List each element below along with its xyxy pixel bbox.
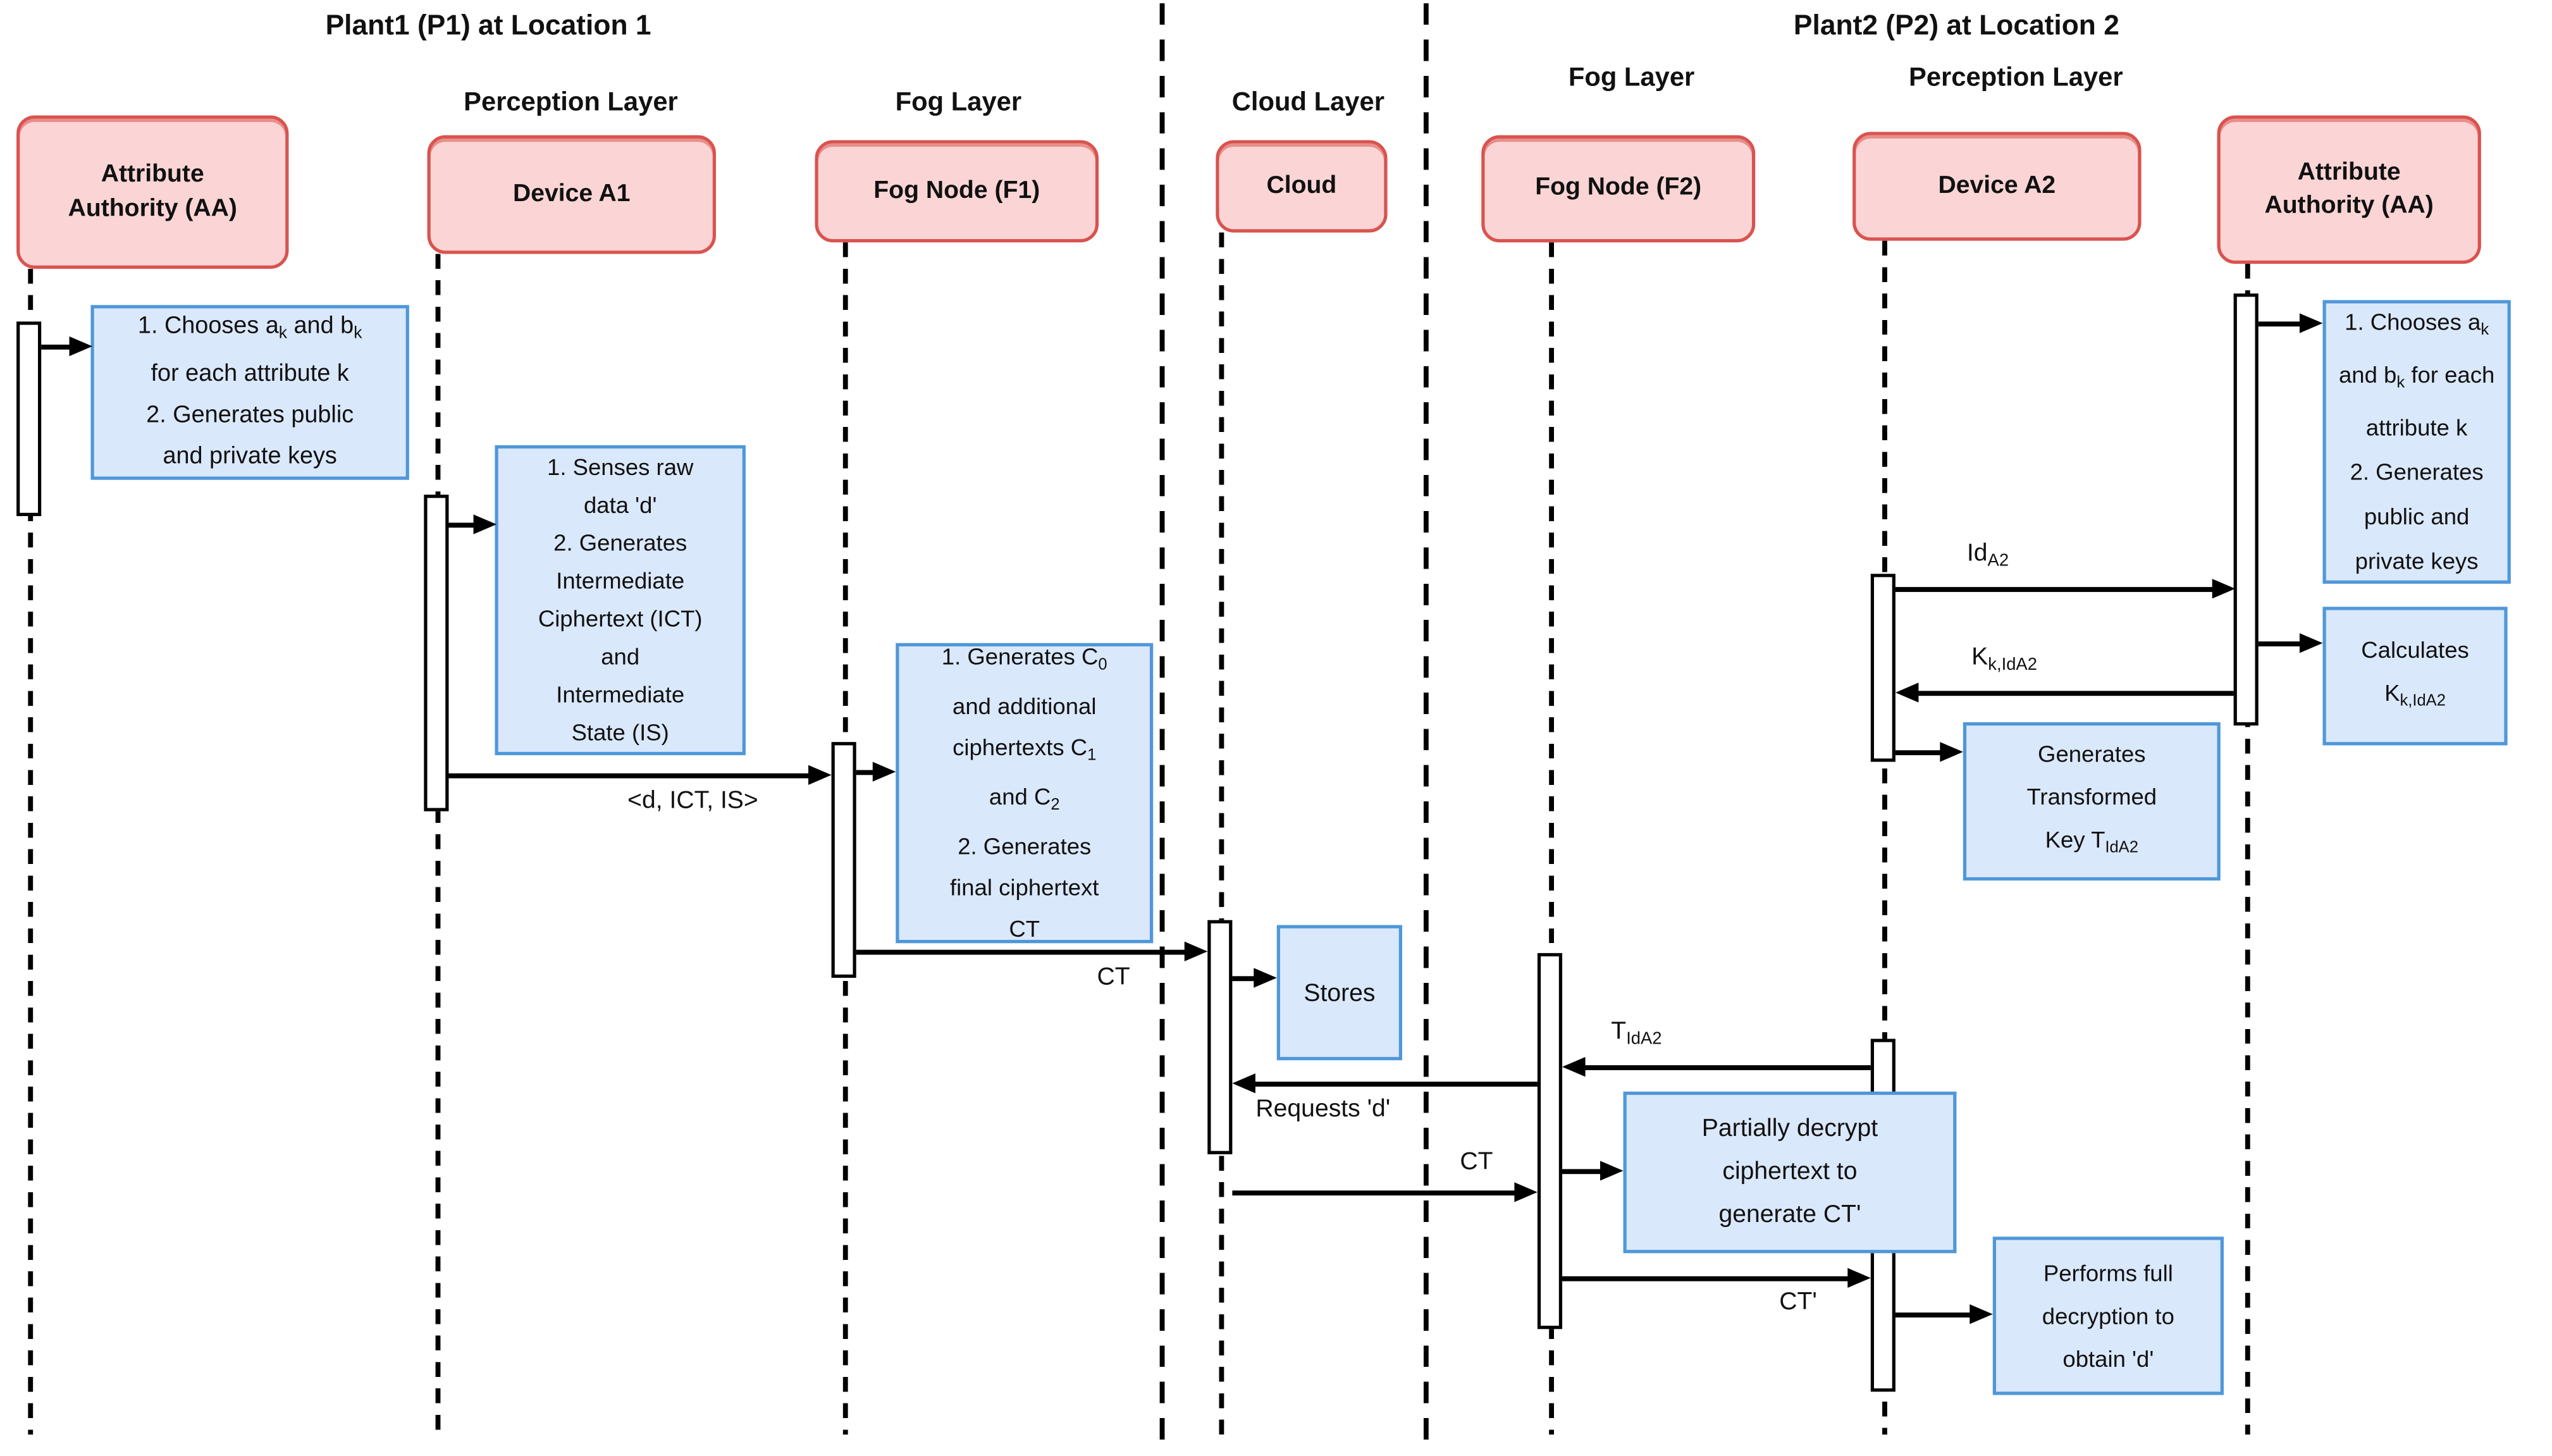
actor-box-aa2: Attribute Authority (AA) <box>2217 115 2481 264</box>
arrow-id-a2 <box>1895 587 2216 592</box>
arrowhead-ct-cloud-f2 <box>1514 1182 1538 1202</box>
activation-device-a1 <box>424 495 449 811</box>
arrow-device-a1-to-steps <box>447 522 477 528</box>
arrow-aa2-to-calculates <box>2258 641 2303 646</box>
activation-cloud <box>1207 920 1233 1154</box>
actor-box-aa1: Attribute Authority (AA) <box>16 115 289 269</box>
activation-fog-f2 <box>1537 953 1563 1330</box>
arrowhead-id-a2 <box>2212 579 2236 599</box>
arrowhead-device-a2-to-full <box>1969 1304 1993 1324</box>
arrowhead-ct-prime <box>1847 1268 1871 1288</box>
activation-device-a2-1 <box>1870 574 1896 762</box>
arrow-device-a2-to-full <box>1895 1312 1973 1318</box>
message-label-requests-d: Requests 'd' <box>1255 1095 1391 1123</box>
lifeline-device-a2 <box>1882 240 1887 1435</box>
arrow-t-ida2 <box>1582 1065 1871 1070</box>
arrowhead-aa1-to-setup <box>69 336 93 357</box>
message-label-ct-f1-cloud: CT <box>1097 963 1130 991</box>
arrowhead-aa2-to-calculates <box>2299 633 2323 653</box>
activation-fog-f1 <box>831 742 856 978</box>
arrow-device-a2-to-transform <box>1895 750 1944 756</box>
layer-label-p2-perception: Perception Layer <box>1909 64 2123 92</box>
lifeline-cloud <box>1219 232 1224 1435</box>
message-label-d-ict-is: <d, ICT, IS> <box>627 786 758 815</box>
actor-box-fog-f1: Fog Node (F1) <box>815 140 1099 243</box>
layer-label-cloud: Cloud Layer <box>1231 89 1384 118</box>
arrowhead-device-a2-to-transform <box>1940 742 1963 762</box>
arrow-ct-f1-cloud <box>856 949 1188 955</box>
arrow-requests-d <box>1252 1082 1538 1087</box>
lifeline-aa2 <box>2245 264 2250 1435</box>
arrow-d-ict-is <box>447 773 812 779</box>
arrowhead-device-a1-to-steps <box>473 514 497 534</box>
arrowhead-cloud-to-stores <box>1254 968 1277 988</box>
lifeline-device-a1 <box>435 254 440 1435</box>
arrowhead-aa2-to-setup <box>2299 313 2323 333</box>
lifeline-aa1 <box>28 268 32 1435</box>
lifeline-fog-f2 <box>1549 242 1553 1435</box>
arrowhead-requests-d <box>1232 1073 1255 1094</box>
arrowhead-fog-f2-to-partial <box>1600 1161 1624 1181</box>
layer-label-p2-fog: Fog Layer <box>1568 64 1695 92</box>
boundary-line-cloud-plant2 <box>1423 3 1429 1445</box>
actor-box-fog-f2: Fog Node (F2) <box>1481 135 1756 243</box>
arrowhead-t-ida2 <box>1562 1057 1586 1077</box>
layer-label-p1-fog: Fog Layer <box>895 89 1022 118</box>
message-label-ct-prime: CT' <box>1779 1288 1817 1316</box>
message-label-ct-cloud-f2: CT <box>1460 1147 1493 1176</box>
message-label-t-ida2: TIdA2 <box>1611 1017 1662 1049</box>
arrow-aa1-to-setup <box>41 344 73 350</box>
actor-box-device-a1: Device A1 <box>427 135 716 254</box>
plant2-title: Plant2 (P2) at Location 2 <box>1793 9 2119 42</box>
arrow-ct-cloud-f2 <box>1232 1190 1518 1196</box>
plant1-title: Plant1 (P1) at Location 1 <box>325 9 651 42</box>
activation-aa1 <box>16 321 42 516</box>
arrowhead-fog-f1-to-steps <box>872 762 896 782</box>
arrowhead-d-ict-is <box>808 765 832 785</box>
arrow-ct-prime <box>1562 1276 1851 1281</box>
arrowhead-k-k-ida2 <box>1895 682 1919 703</box>
activation-aa2 <box>2233 293 2259 726</box>
arrow-cloud-to-stores <box>1232 976 1257 982</box>
arrow-fog-f1-to-steps <box>856 770 876 775</box>
layer-label-p1-perception: Perception Layer <box>464 89 678 118</box>
step-box-cloud-stores: Stores <box>1276 925 1403 1061</box>
actor-box-cloud: Cloud <box>1216 140 1388 233</box>
message-label-id-a2: IdA2 <box>1966 539 2009 571</box>
arrow-aa2-to-setup <box>2258 321 2303 327</box>
boundary-line-plant1-cloud <box>1159 3 1165 1445</box>
arrow-fog-f2-to-partial <box>1562 1169 1604 1175</box>
message-label-k-k-ida2: Kk,IdA2 <box>1971 643 2037 675</box>
arrowhead-ct-f1-cloud <box>1184 941 1208 961</box>
arrow-k-k-ida2 <box>1915 691 2234 696</box>
actor-box-device-a2: Device A2 <box>1852 132 2142 241</box>
